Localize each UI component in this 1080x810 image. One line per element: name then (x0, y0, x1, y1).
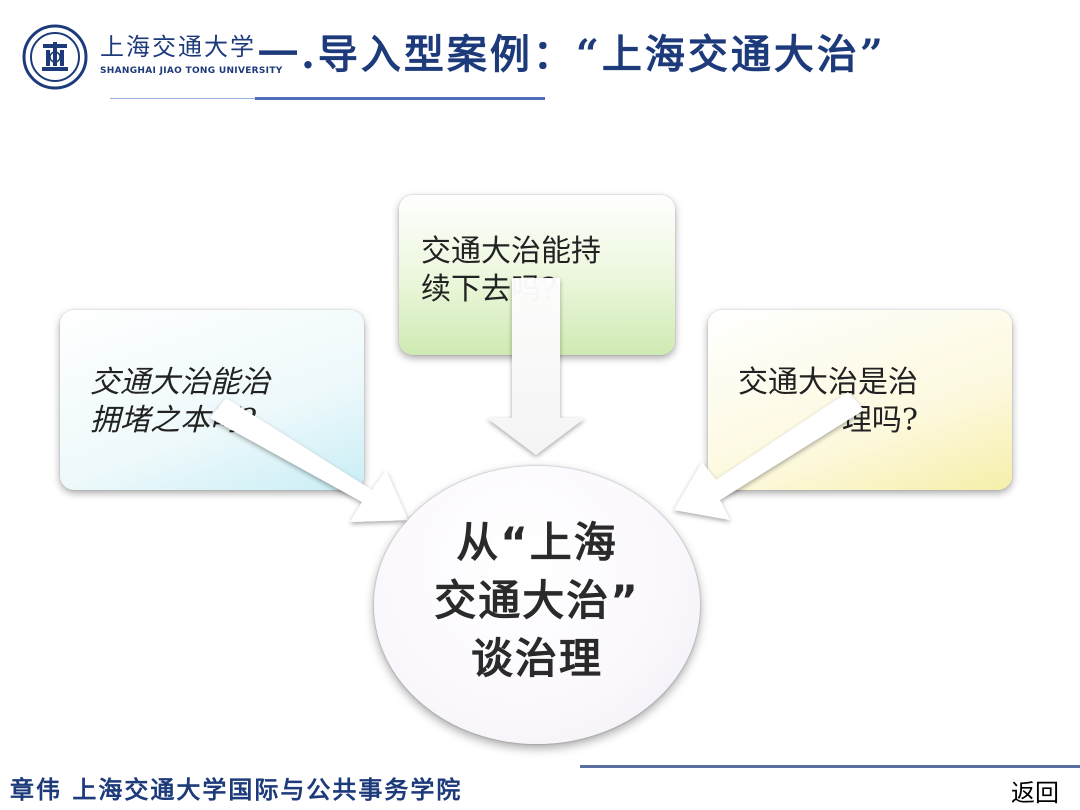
center-topic-circle: 从“上海 交通大治” 谈治理 (374, 466, 700, 744)
university-name-en: SHANGHAI JIAO TONG UNIVERSITY (100, 66, 283, 76)
university-name-cn: 上海交通大学 (100, 33, 256, 61)
slide-title: 一.导入型案例：“上海交通大治” (258, 31, 886, 78)
question-right-text: 交通大治是治 理吗? (738, 365, 918, 438)
arrow-down-top (487, 278, 585, 455)
back-button[interactable]: 返回 (1011, 779, 1059, 807)
slide-header: 上海交通大学 SHANGHAI JIAO TONG UNIVERSITY 一.导… (0, 0, 1080, 100)
footer-author: 章伟 上海交通大学国际与公共事务学院 (10, 775, 463, 804)
title-underline (255, 97, 545, 100)
arrow-right-to-center (674, 392, 864, 520)
university-seal-icon (22, 24, 88, 90)
center-topic-text: 从“上海 交通大治” 谈治理 (434, 518, 640, 683)
arrow-left-to-center (210, 398, 408, 522)
title-underline-thin (110, 98, 260, 99)
footer-divider (580, 765, 1080, 768)
question-left-text: 交通大治能治 拥堵之本吗? (90, 365, 270, 438)
